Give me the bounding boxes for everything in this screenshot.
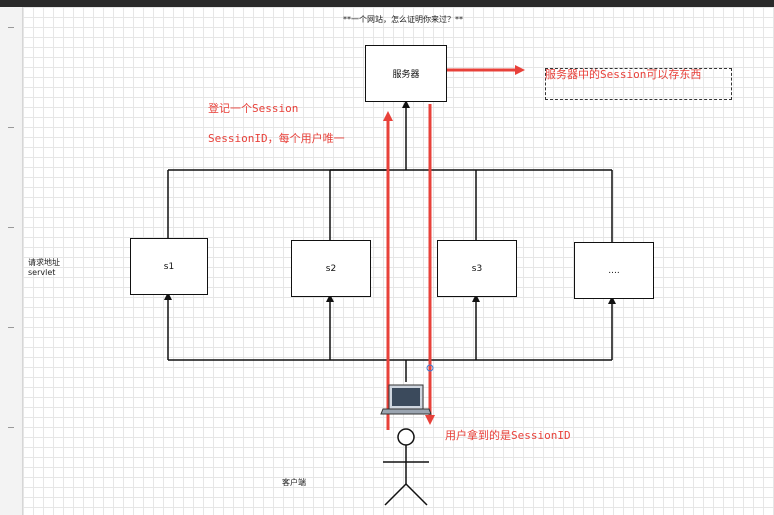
client-to-servlet-lines bbox=[164, 292, 616, 382]
ruler-tick bbox=[8, 227, 14, 228]
annotation-session-store: 服务器中的Session可以存东西 bbox=[545, 68, 702, 81]
ruler-tick bbox=[8, 127, 14, 128]
servlet-to-server-lines bbox=[167, 100, 613, 242]
annotation-register-session: 登记一个Session bbox=[208, 102, 299, 115]
servlet-label: s2 bbox=[325, 263, 337, 274]
laptop-icon bbox=[380, 384, 432, 415]
servlet-box-more[interactable]: .... bbox=[574, 242, 654, 299]
user-stick-figure-icon bbox=[383, 428, 429, 506]
annotation-user-gets-id: 用户拿到的是SessionID bbox=[445, 429, 571, 442]
ruler-tick bbox=[8, 327, 14, 328]
server-label: 服务器 bbox=[392, 70, 420, 80]
left-ruler bbox=[0, 7, 23, 515]
request-address-label: 请求地址 bbox=[28, 258, 60, 267]
ruler-tick bbox=[8, 27, 14, 28]
servlet-label-left: servlet bbox=[28, 268, 56, 277]
servlet-label: .... bbox=[608, 265, 620, 276]
servlet-box-s2[interactable]: s2 bbox=[291, 240, 371, 297]
servlet-box-s3[interactable]: s3 bbox=[437, 240, 517, 297]
servlet-label: s3 bbox=[471, 263, 483, 274]
servlet-label: s1 bbox=[163, 261, 175, 272]
servlet-box-s1[interactable]: s1 bbox=[130, 238, 208, 295]
client-label: 客户端 bbox=[282, 478, 306, 487]
annotation-session-id: SessionID，每个用户唯一 bbox=[208, 132, 345, 145]
connection-point-icon bbox=[426, 364, 434, 372]
diagram-title: **一个网站，怎么证明你来过？** bbox=[343, 15, 463, 24]
server-box[interactable]: 服务器 bbox=[365, 45, 447, 102]
window-top-bar bbox=[0, 0, 774, 7]
session-store-box[interactable] bbox=[545, 68, 732, 100]
ruler-tick bbox=[8, 427, 14, 428]
